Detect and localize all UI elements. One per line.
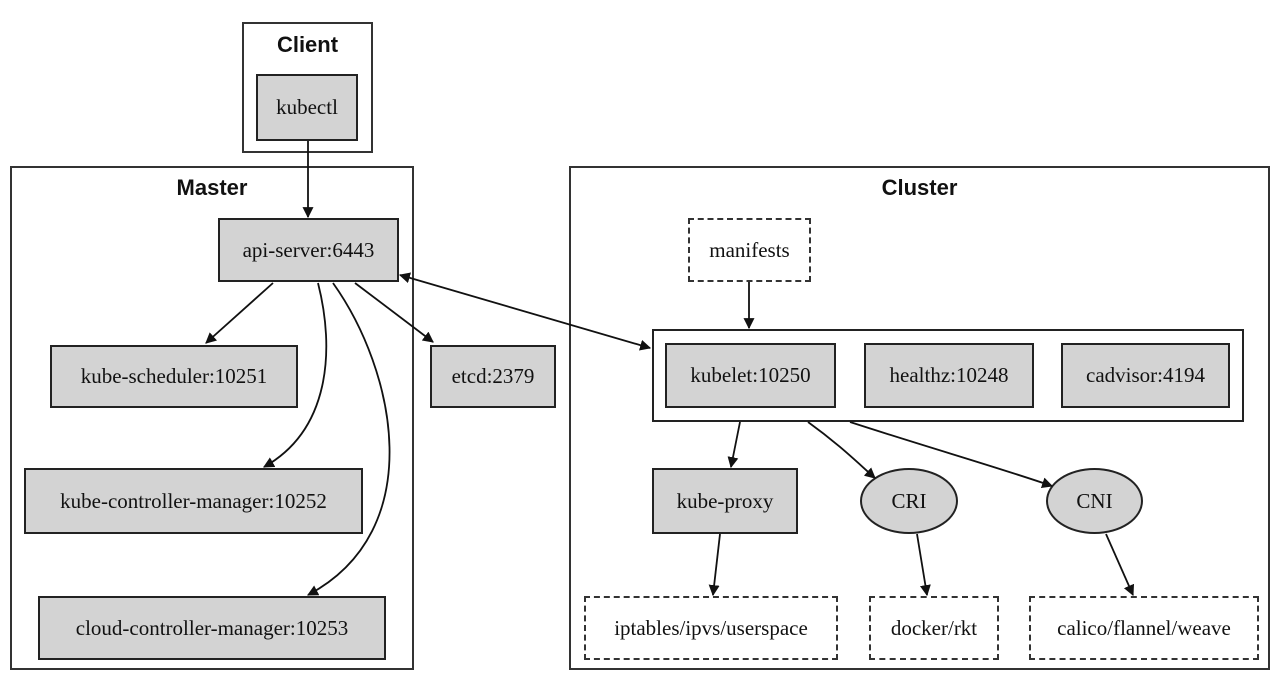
manifests-node: manifests [688, 218, 811, 282]
calico-node: calico/flannel/weave [1029, 596, 1259, 660]
kube-proxy-node: kube-proxy [652, 468, 798, 534]
kubelet-node: kubelet:10250 [665, 343, 836, 408]
api-server-node: api-server:6443 [218, 218, 399, 282]
client-cluster-title: Client [276, 32, 339, 57]
kube-scheduler-node: kube-scheduler:10251 [50, 345, 298, 408]
kubectl-node: kubectl [256, 74, 358, 141]
docker-node: docker/rkt [869, 596, 999, 660]
cni-node: CNI [1046, 468, 1143, 534]
cri-node: CRI [860, 468, 958, 534]
kube-controller-manager-node: kube-controller-manager:10252 [24, 468, 363, 534]
etcd-node: etcd:2379 [430, 345, 556, 408]
iptables-node: iptables/ipvs/userspace [584, 596, 838, 660]
cluster-cluster-title: Cluster [881, 175, 958, 200]
master-cluster-title: Master [176, 175, 248, 200]
healthz-node: healthz:10248 [864, 343, 1034, 408]
cloud-controller-manager-node: cloud-controller-manager:10253 [38, 596, 386, 660]
cadvisor-node: cadvisor:4194 [1061, 343, 1230, 408]
